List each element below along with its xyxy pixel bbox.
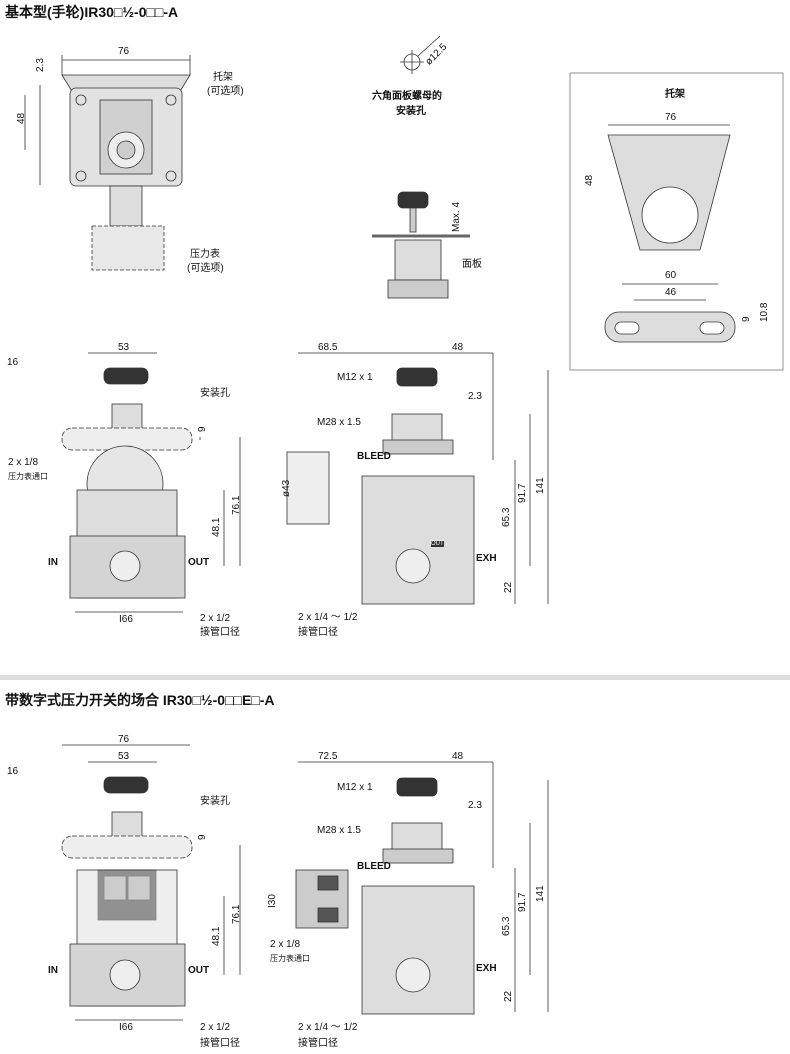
out-port-label: OUT	[188, 557, 210, 568]
callout-label: 接管口径	[298, 1038, 338, 1049]
dim-label: 16	[7, 357, 19, 368]
callout-label: 六角面板螺母的	[372, 91, 442, 102]
dim-label: 46	[665, 287, 677, 298]
dim-label: I66	[119, 1022, 133, 1033]
callout-label: 压力表通口	[270, 954, 310, 963]
out-tag: OUT	[431, 541, 444, 547]
dim-label: 91.7	[517, 892, 528, 912]
dim-label: 22	[503, 581, 514, 593]
dim-label: 76.1	[231, 495, 242, 515]
dim-label: 53	[118, 342, 130, 353]
dim-label: 48	[16, 112, 27, 124]
dim-label: 72.5	[318, 751, 338, 762]
dim-label: 48	[452, 342, 464, 353]
dim-label: 2.3	[468, 391, 482, 402]
dim-label: 141	[535, 477, 546, 494]
in-port-label: IN	[48, 557, 58, 568]
dim-label: 22	[503, 990, 514, 1002]
top-view-drawing	[24, 55, 191, 271]
dim-label: 76	[665, 112, 677, 123]
dim-label: 9	[197, 834, 208, 840]
dim-label: 76.1	[231, 904, 242, 924]
callout-label: 2 x 1/8	[8, 457, 39, 468]
callout-label: 压力表	[190, 249, 220, 260]
bleed-label: BLEED	[357, 861, 391, 872]
front-view-drawing	[61, 352, 241, 613]
dim-label: 10.8	[759, 302, 770, 322]
dim-label: 48	[452, 751, 464, 762]
section2-title: 带数字式压力开关的场合 IR30□½-0□□E□-A	[5, 692, 275, 708]
dim-label: 76	[118, 734, 130, 745]
dim-label: 2.3	[468, 800, 482, 811]
callout-label: 接管口径	[200, 1038, 240, 1049]
dim-label: 48.1	[211, 926, 222, 946]
callout-label: M28 x 1.5	[317, 417, 361, 428]
dim-label: 65.3	[501, 507, 512, 527]
callout-label: 面板	[462, 259, 482, 270]
dim-label: 53	[118, 751, 130, 762]
callout-label: 安装孔	[200, 388, 230, 399]
side-view-drawing	[286, 352, 549, 605]
callout-label: 接管口径	[200, 627, 240, 638]
dim-label: I66	[119, 614, 133, 625]
dim-label: 141	[535, 885, 546, 902]
dim-label: 60	[665, 270, 677, 281]
callout-label: M28 x 1.5	[317, 825, 361, 836]
in-port-label: IN	[48, 965, 58, 976]
callout-label: 安装孔	[396, 106, 426, 117]
dim-label: I30	[267, 894, 278, 908]
dim-label: 48.1	[211, 517, 222, 537]
callout-label: M12 x 1	[337, 372, 373, 383]
callout-label: 2 x 1/4 ～ 1/2	[298, 612, 358, 623]
dim-label: 91.7	[517, 483, 528, 503]
callout-label: 2 x 1/2	[200, 613, 231, 624]
exh-label: EXH	[476, 963, 497, 974]
dim-label: 65.3	[501, 916, 512, 936]
dim-label: Max. 4	[451, 201, 462, 232]
callout-label: M12 x 1	[337, 782, 373, 793]
callout-label: 压力表通口	[8, 472, 48, 481]
dim-label: 9	[197, 426, 208, 432]
callout-label: 安装孔	[200, 796, 230, 807]
dim-label: 16	[7, 766, 19, 777]
section1-title: 基本型(手轮)IR30□½-0□□-A	[5, 4, 179, 20]
section-divider	[0, 675, 790, 680]
exh-label: EXH	[476, 553, 497, 564]
callout-label: 托架	[213, 72, 233, 83]
bleed-label: BLEED	[357, 451, 391, 462]
dim-label: 9	[741, 316, 752, 322]
callout-label: 接管口径	[298, 627, 338, 638]
bracket-detail-drawing	[569, 72, 784, 371]
dim-label: 48	[584, 174, 595, 186]
side-view-drawing-2	[295, 761, 549, 1015]
callout-label: 2 x 1/8	[270, 939, 301, 950]
callout-label: 2 x 1/4 ～ 1/2	[298, 1022, 358, 1033]
callout-label: (可选项)	[187, 263, 224, 274]
callout-label: (可选项)	[207, 86, 244, 97]
dim-label: 76	[118, 46, 130, 57]
panel-hole-drawing	[372, 35, 470, 299]
out-port-label: OUT	[188, 965, 210, 976]
front-view-drawing-2	[61, 744, 241, 1021]
dim-label: 2.3	[35, 58, 46, 72]
bracket-title: 托架	[665, 89, 685, 100]
dim-label: 68.5	[318, 342, 338, 353]
callout-label: 2 x 1/2	[200, 1022, 231, 1033]
dim-label: ø43	[281, 479, 292, 497]
